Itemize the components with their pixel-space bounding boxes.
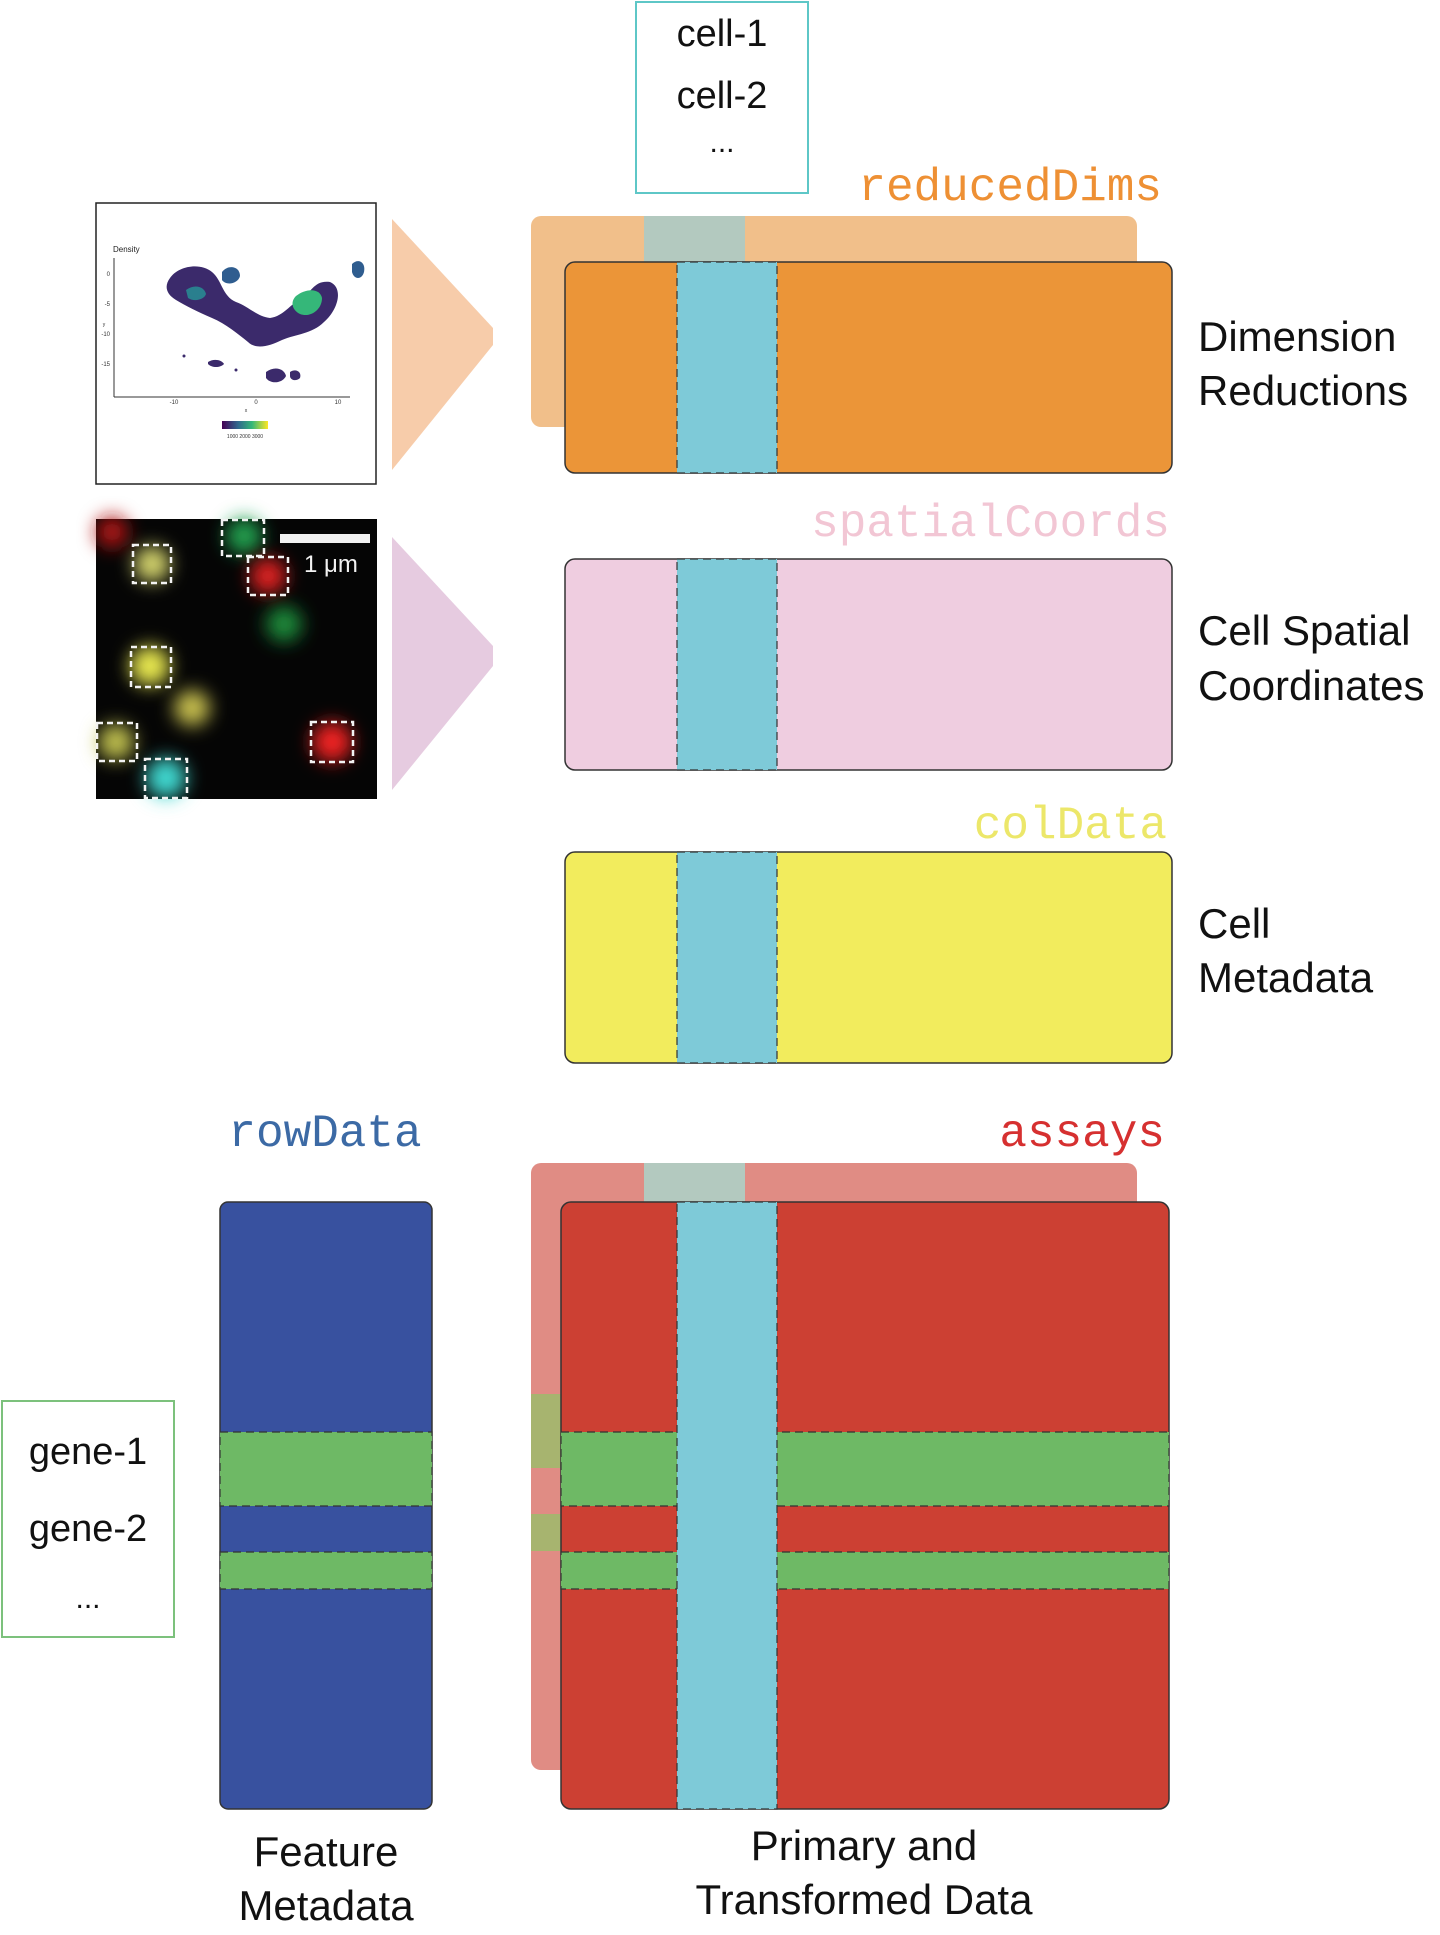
density-plot-frame	[95, 202, 377, 485]
reduceddims-cell-highlight	[676, 261, 778, 474]
coldata-description-line-2: Metadata	[1198, 954, 1374, 1001]
microscopy-scale-bar	[280, 534, 370, 543]
coldata-cell-highlight	[676, 851, 778, 1064]
density-y-axis-label: y	[103, 322, 106, 328]
assays-cell-highlight	[676, 1201, 778, 1810]
assays-description-line-2: Transformed Data	[696, 1876, 1034, 1923]
spatialcoords-description-line-1: Cell Spatial	[1198, 607, 1410, 654]
assays-code-label: assays	[999, 1108, 1165, 1160]
coldata-matrix	[564, 851, 1173, 1064]
density-legend-colorbar	[222, 421, 268, 429]
reduceddims-matrix	[564, 261, 1173, 474]
density-legend-ticks: 1000 2000 3000	[227, 434, 263, 440]
spatialcoords-description-line-2: Coordinates	[1198, 662, 1424, 709]
microscopy-thumbnail: 1 μm	[95, 516, 377, 800]
density-plot-thumbnail: Density -10 0 10 0 -5 -10 -15 x y 1000 2…	[95, 202, 377, 485]
rowdata-gene-highlight-1	[219, 1431, 433, 1507]
rowdata-description-line-1: Feature	[254, 1828, 399, 1875]
gene-name-1: gene-1	[29, 1431, 147, 1473]
rowdata-code-label: rowData	[228, 1108, 421, 1160]
gene-names-border	[1, 1400, 175, 1638]
density-x-tick-2: 0	[254, 400, 258, 406]
assays-description-line-1: Primary and	[751, 1822, 977, 1869]
cell-name-ellipsis: ...	[709, 126, 734, 159]
gene-name-ellipsis: ...	[75, 1582, 100, 1615]
gene-names-box: gene-1 gene-2 ...	[1, 1400, 175, 1638]
microscopy-scale-label: 1 μm	[304, 551, 358, 578]
density-plot-title: Density	[113, 245, 140, 254]
reduceddims-description-line-2: Reductions	[1198, 367, 1408, 414]
rowdata-description-line-2: Metadata	[238, 1882, 414, 1929]
density-x-tick-3: 10	[335, 400, 342, 406]
density-x-tick-1: -10	[170, 400, 179, 406]
microscopy-roi-2	[220, 518, 266, 558]
cell-name-1: cell-1	[677, 13, 768, 55]
assays-gene-highlight-2	[560, 1551, 1170, 1590]
density-y-tick-2: -5	[105, 302, 111, 308]
reduceddims-section: reducedDims Dimension Reductions	[392, 162, 1408, 474]
assays-back-gene-highlight-2	[531, 1514, 561, 1551]
density-x-axis-label: x	[245, 408, 248, 414]
coldata-section: colData Cell Metadata	[564, 800, 1374, 1064]
density-y-tick-1: 0	[107, 272, 111, 278]
microscopy-roi-6	[143, 757, 189, 800]
density-y-tick-3: -10	[101, 332, 110, 338]
spatialcoords-arrow	[392, 537, 493, 790]
coldata-code-label: colData	[974, 800, 1167, 852]
microscopy-roi-1	[131, 543, 173, 585]
microscopy-roi-7	[309, 720, 355, 764]
assays-gene-highlight-1	[560, 1431, 1170, 1507]
reduceddims-description-line-1: Dimension	[1198, 313, 1396, 360]
assays-back-gene-highlight-1	[531, 1394, 561, 1468]
spatialcoords-code-label: spatialCoords	[811, 498, 1170, 550]
reduceddims-back-cell-highlight	[644, 216, 745, 262]
reduceddims-code-label: reducedDims	[858, 162, 1162, 214]
density-clusters	[166, 261, 365, 383]
cell-names-box: cell-1 cell-2 ...	[635, 1, 809, 194]
microscopy-roi-5	[95, 721, 139, 763]
microscopy-spots	[96, 516, 352, 798]
rowdata-gene-highlight-2	[219, 1551, 433, 1590]
cell-name-2: cell-2	[677, 75, 768, 117]
spatialcoords-section: spatialCoords Cell Spatial Coordinates	[392, 498, 1424, 790]
gene-name-2: gene-2	[29, 1508, 147, 1550]
rowdata-section: rowData Feature Metadata	[219, 1108, 433, 1929]
spatialcoords-cell-highlight	[676, 558, 778, 771]
cell-names-border	[635, 1, 809, 194]
density-y-tick-4: -15	[101, 362, 110, 368]
spatialcoords-matrix	[564, 558, 1173, 771]
microscopy-roi-4	[129, 645, 173, 689]
microscopy-roi-3	[246, 555, 290, 597]
reduceddims-arrow	[392, 219, 493, 470]
assays-section: assays Primary and Transformed Data	[531, 1108, 1170, 1923]
coldata-description-line-1: Cell	[1198, 900, 1270, 947]
assays-back-cell-highlight	[644, 1163, 745, 1202]
